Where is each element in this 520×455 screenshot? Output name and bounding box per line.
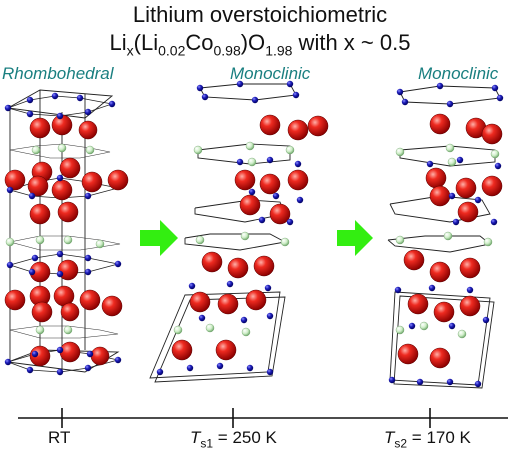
phase-label-monoclinic-2: Monoclinic <box>418 64 499 83</box>
phase-label-monoclinic-1: Monoclinic <box>230 64 311 83</box>
formula-li-sub: 0.02 <box>158 42 186 59</box>
monoclinic-2-lithium-atoms <box>395 143 500 339</box>
monoclinic-1-lithium-atoms <box>173 141 295 337</box>
ts1-value: = 250 K <box>213 428 277 447</box>
formula-li: Li <box>109 30 127 55</box>
ts1-sub: s1 <box>200 436 214 451</box>
formula-open: (Li <box>133 30 159 55</box>
formula-x-sub: x <box>126 42 134 59</box>
formula-o: )O <box>240 30 266 55</box>
transition-arrow-2 <box>337 220 373 256</box>
monoclinic-1-oxygen-atoms <box>171 114 329 361</box>
ts2-sub: s2 <box>394 436 408 451</box>
rhombohedral-oxygen-atoms <box>4 114 129 367</box>
timeline-axis <box>18 408 508 428</box>
formula-o-sub: 1.98 <box>265 42 293 59</box>
phase-label-rhombohedral: Rhombohedral <box>2 64 114 83</box>
monoclinic-2-cobalt-atoms <box>388 82 504 388</box>
ts1-symbol: T <box>190 428 201 447</box>
rhombohedral-lithium-layers <box>9 143 121 339</box>
title-formula: Lix(Li0.02Co0.98)O1.98 with x ~ 0.5 <box>0 30 520 59</box>
ts2-symbol: T <box>384 428 395 447</box>
formula-tail: with x ~ 0.5 <box>292 30 411 55</box>
formula-co: Co <box>185 30 214 55</box>
title-line-1: Lithium overstoichiometric <box>132 2 388 27</box>
rhombohedral-lithium-atoms <box>5 143 105 335</box>
monoclinic-2-oxygen-atoms <box>397 113 503 369</box>
ts2-value: = 170 K <box>407 428 471 447</box>
timeline-label-ts1: Ts1 = 250 K <box>190 428 277 450</box>
formula-co-sub: 0.98 <box>213 42 241 59</box>
timeline-label-rt: RT <box>48 428 71 447</box>
transition-arrow-1 <box>140 220 178 256</box>
rhombohedral-cobalt-atoms <box>4 92 122 376</box>
monoclinic-1-cobalt-atoms <box>156 80 304 376</box>
timeline-label-ts2: Ts2 = 170 K <box>384 428 471 450</box>
